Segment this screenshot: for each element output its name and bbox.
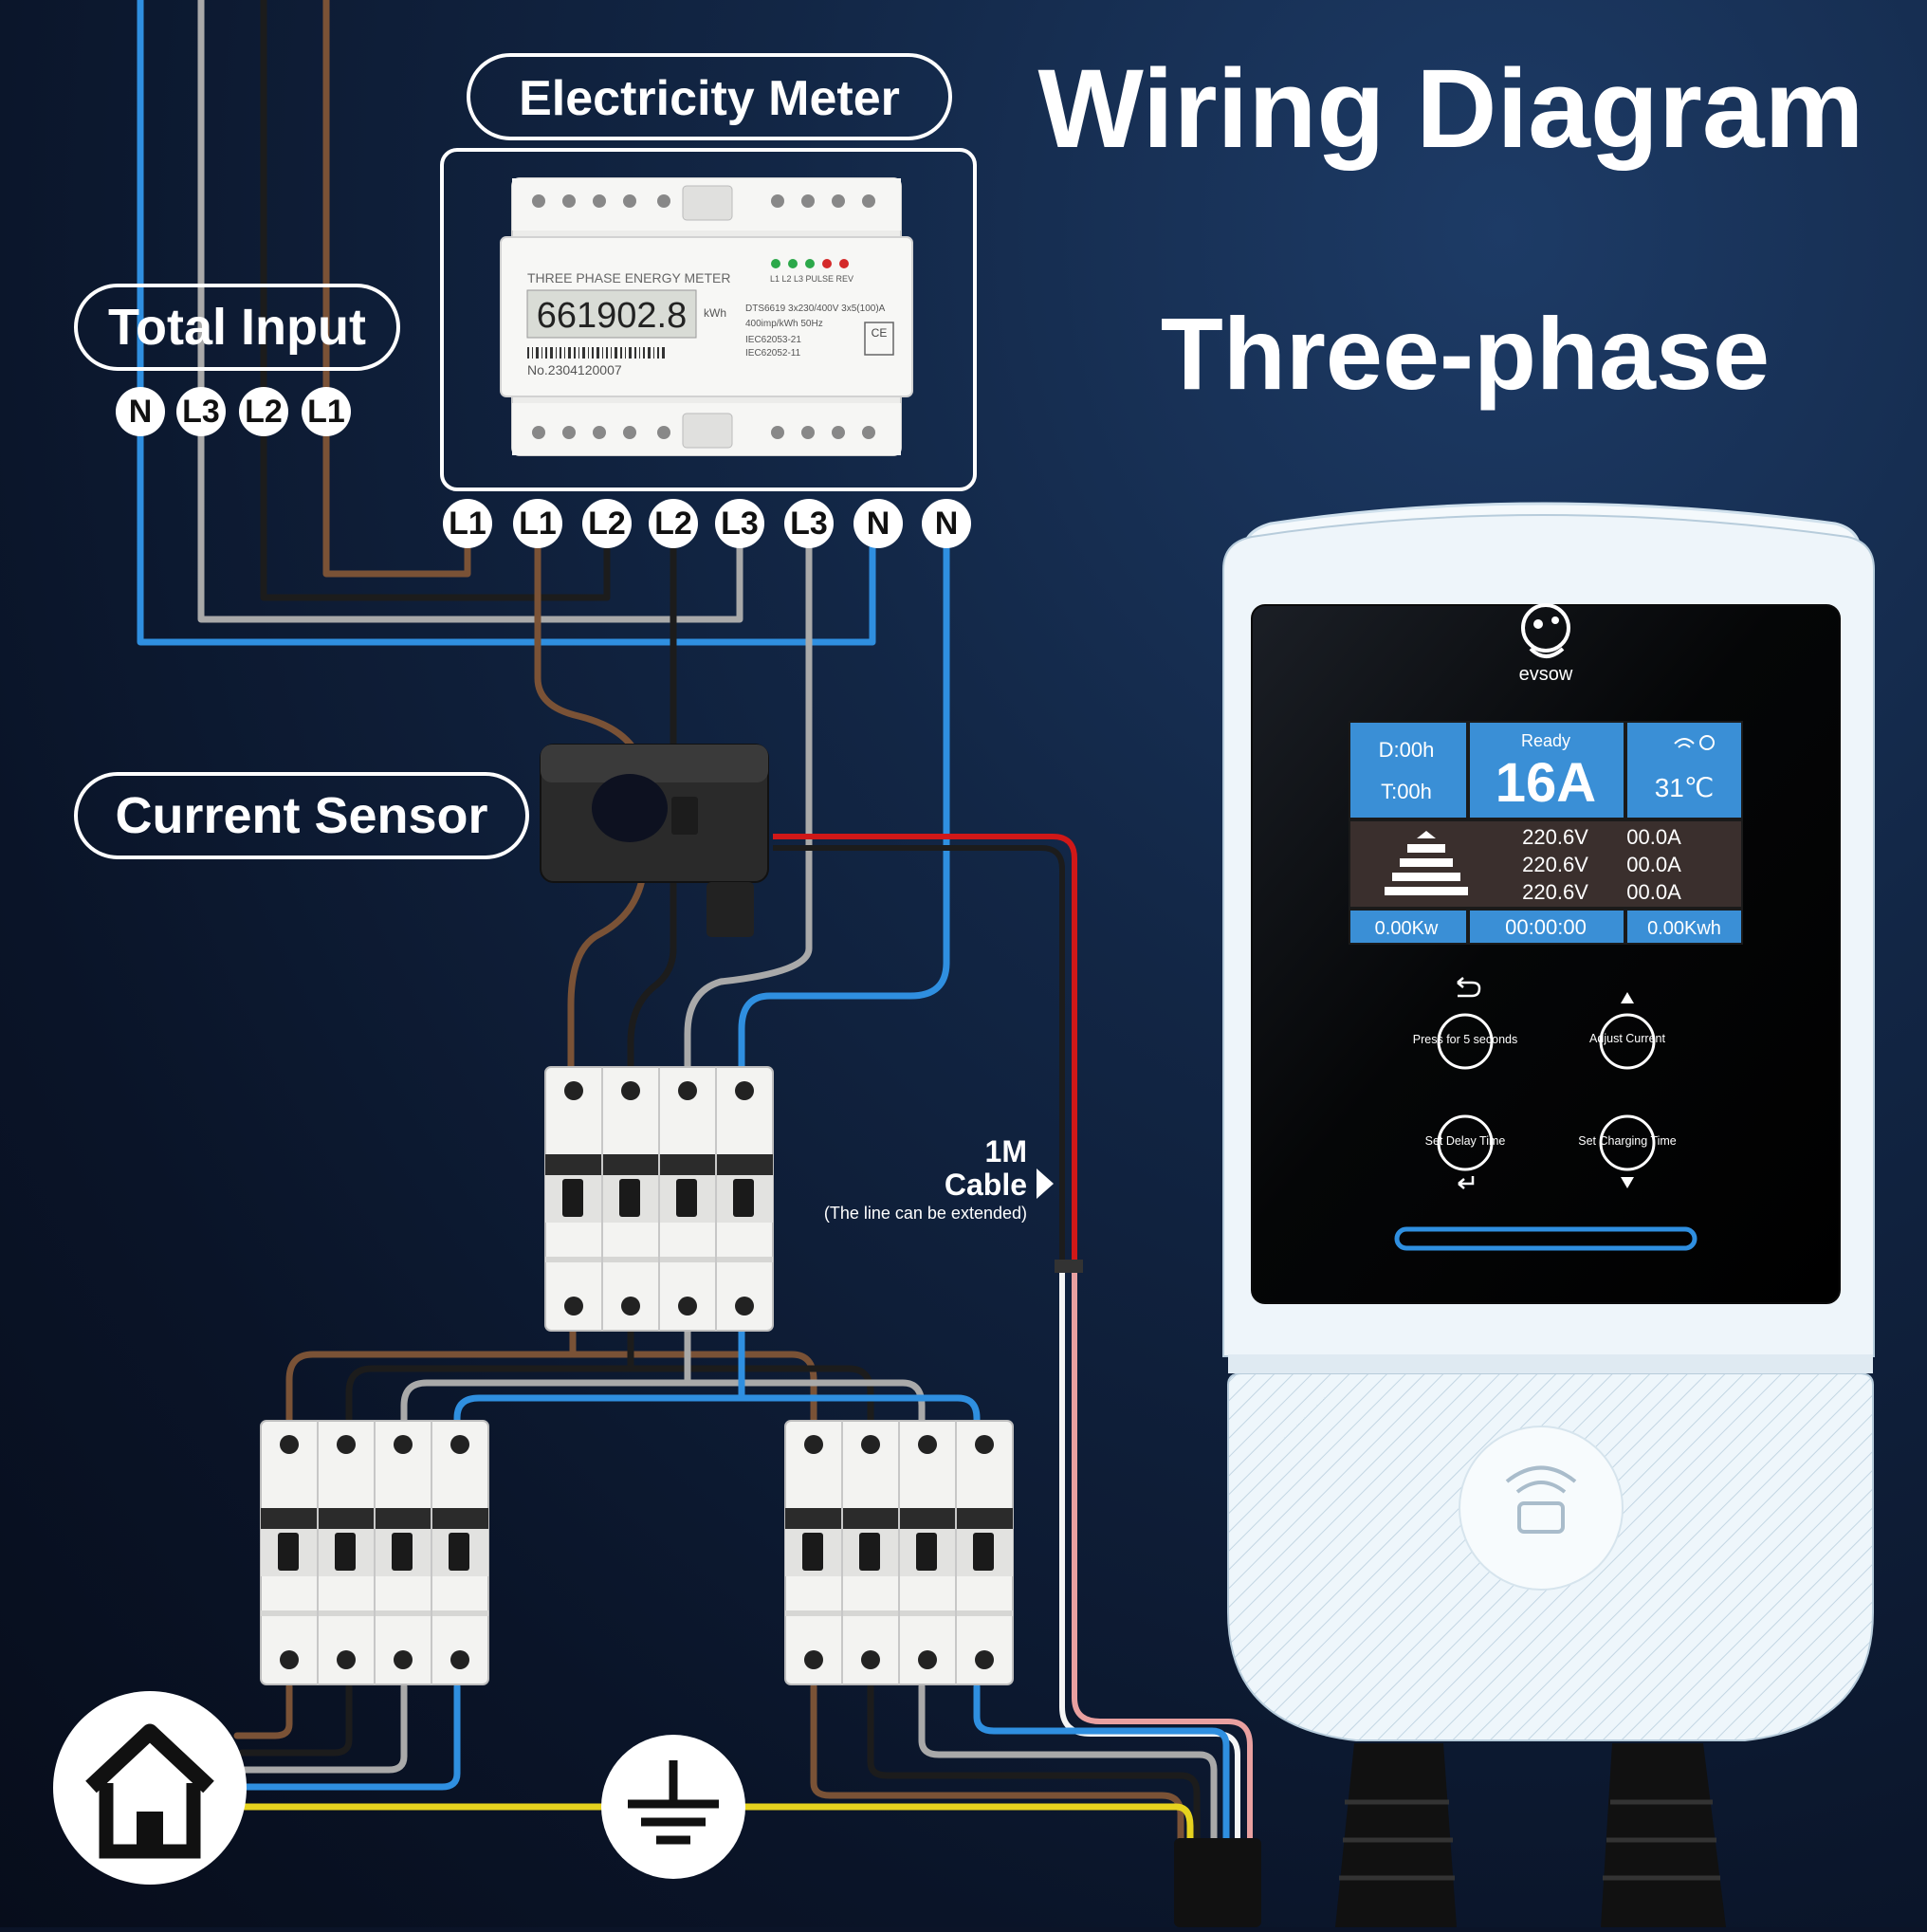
back-arrow-icon (1457, 977, 1481, 998)
power-level-icon (1385, 831, 1468, 895)
meter-terminals: L1 L1 L2 L2 L3 L3 N N (443, 499, 971, 548)
terminal-label: L3 (790, 506, 828, 542)
back-button-label: Press for 5 seconds (1413, 1033, 1517, 1046)
delay-readout: D:00h (1379, 738, 1435, 762)
amps-l1: 00.0A (1626, 825, 1681, 849)
voltage-l3: 220.6V (1522, 880, 1588, 904)
set-charging-button[interactable]: Set Charging Time (1578, 1114, 1677, 1188)
download-icon (1699, 735, 1715, 750)
earth-wire (242, 1803, 1194, 1859)
terminal-label: L3 (721, 506, 759, 542)
voltage-l1: 220.6V (1522, 825, 1588, 849)
main-breaker (544, 1066, 774, 1332)
electricity-meter-label: Electricity Meter (467, 53, 952, 140)
meter-unit: kWh (704, 306, 726, 320)
elapsed-readout: 00:00:00 (1505, 915, 1587, 939)
amps-l2: 00.0A (1626, 853, 1681, 876)
energy-meter: THREE PHASE ENERGY METER 661902.8 kWh L1… (500, 177, 913, 456)
terminal-label: N (867, 506, 890, 542)
temperature-readout: 31℃ (1655, 773, 1715, 802)
terminal-label: L2 (654, 506, 692, 542)
up-arrow-icon (1621, 992, 1634, 1003)
total-input-label: Total Input (74, 284, 400, 371)
ground-icon (601, 1735, 745, 1879)
charger-breaker (784, 1420, 1014, 1685)
supply-cable-sheath (1174, 1838, 1261, 1927)
total-input-text: Total Input (108, 299, 366, 356)
charger-wires (810, 1683, 1230, 1858)
ev-charger (1222, 502, 1875, 1927)
terminal-label: L1 (307, 394, 345, 430)
meter-std-1: IEC62053-21 (745, 335, 801, 345)
timer-readout: T:00h (1381, 780, 1432, 803)
terminal-label: L2 (245, 394, 283, 430)
amps-l3: 00.0A (1626, 880, 1681, 904)
terminal-label: L1 (519, 506, 557, 542)
cable-note: 1M Cable (The line can be extended) (824, 1134, 1054, 1223)
terminal-label: L2 (588, 506, 626, 542)
adjust-current-button[interactable]: Adjust Current (1589, 992, 1665, 1070)
meter-header: THREE PHASE ENERGY METER (527, 270, 730, 285)
electricity-meter-text: Electricity Meter (519, 71, 900, 126)
voltage-l2: 220.6V (1522, 853, 1588, 876)
sensor-cable (773, 834, 1253, 1854)
status-readout: Ready (1521, 731, 1570, 750)
set-charging-label: Set Charging Time (1578, 1134, 1677, 1148)
cable-extend-note: (The line can be extended) (824, 1204, 1027, 1223)
set-delay-button[interactable]: Set Delay Time (1425, 1114, 1506, 1189)
meter-led-labels: L1 L2 L3 PULSE REV (770, 274, 853, 284)
page-title: Wiring Diagram (1038, 46, 1864, 172)
evsow-logo: evsow (1519, 603, 1573, 685)
current-sensor-text: Current Sensor (115, 787, 487, 844)
house-breaker (260, 1420, 489, 1685)
house-icon (53, 1691, 247, 1885)
set-delay-label: Set Delay Time (1425, 1134, 1506, 1148)
ce-mark: CE (872, 326, 888, 340)
charger-cable-gland-left (1335, 1743, 1457, 1927)
down-arrow-icon (1621, 1177, 1634, 1188)
terminal-label: N (129, 394, 153, 430)
cable-length: 1M (985, 1134, 1027, 1168)
rfid-icon (1505, 1465, 1577, 1494)
energy-readout: 0.00Kwh (1647, 918, 1721, 939)
cable-word: Cable (945, 1168, 1027, 1202)
terminal-label: N (935, 506, 959, 542)
power-readout: 0.00Kw (1375, 918, 1439, 939)
input-terminals: N L3 L2 L1 (116, 387, 351, 436)
house-wires (233, 1683, 461, 1791)
meter-barcode (527, 347, 665, 359)
meter-spec-2: 400imp/kWh 50Hz (745, 319, 823, 329)
meter-spec-1: DTS6619 3x230/400V 3x5(100)A (745, 304, 886, 314)
wifi-icon (1674, 738, 1695, 748)
cable-arrow-icon (1037, 1168, 1054, 1199)
page-subtitle: Three-phase (1161, 296, 1770, 411)
meter-reading: 661902.8 (537, 296, 688, 336)
meter-std-2: IEC62052-11 (745, 348, 801, 359)
charger-lcd: D:00h T:00h Ready 16A 31℃ 220.6V 220.6V … (1349, 721, 1743, 945)
current-sensor (540, 744, 769, 937)
current-sensor-label: Current Sensor (74, 772, 529, 859)
enter-icon (1458, 1176, 1475, 1189)
distribution-wires (285, 1316, 981, 1426)
back-button[interactable]: Press for 5 seconds (1413, 977, 1517, 1070)
adjust-current-label: Adjust Current (1589, 1032, 1665, 1045)
charger-cable-gland-right (1601, 1743, 1726, 1927)
terminal-label: L3 (182, 394, 220, 430)
current-readout: 16A (1496, 752, 1596, 814)
meter-frame (440, 148, 977, 491)
meter-serial: No.2304120007 (527, 362, 622, 377)
brand-name: evsow (1519, 664, 1573, 685)
terminal-label: L1 (449, 506, 486, 542)
status-light-bar (1394, 1226, 1698, 1251)
